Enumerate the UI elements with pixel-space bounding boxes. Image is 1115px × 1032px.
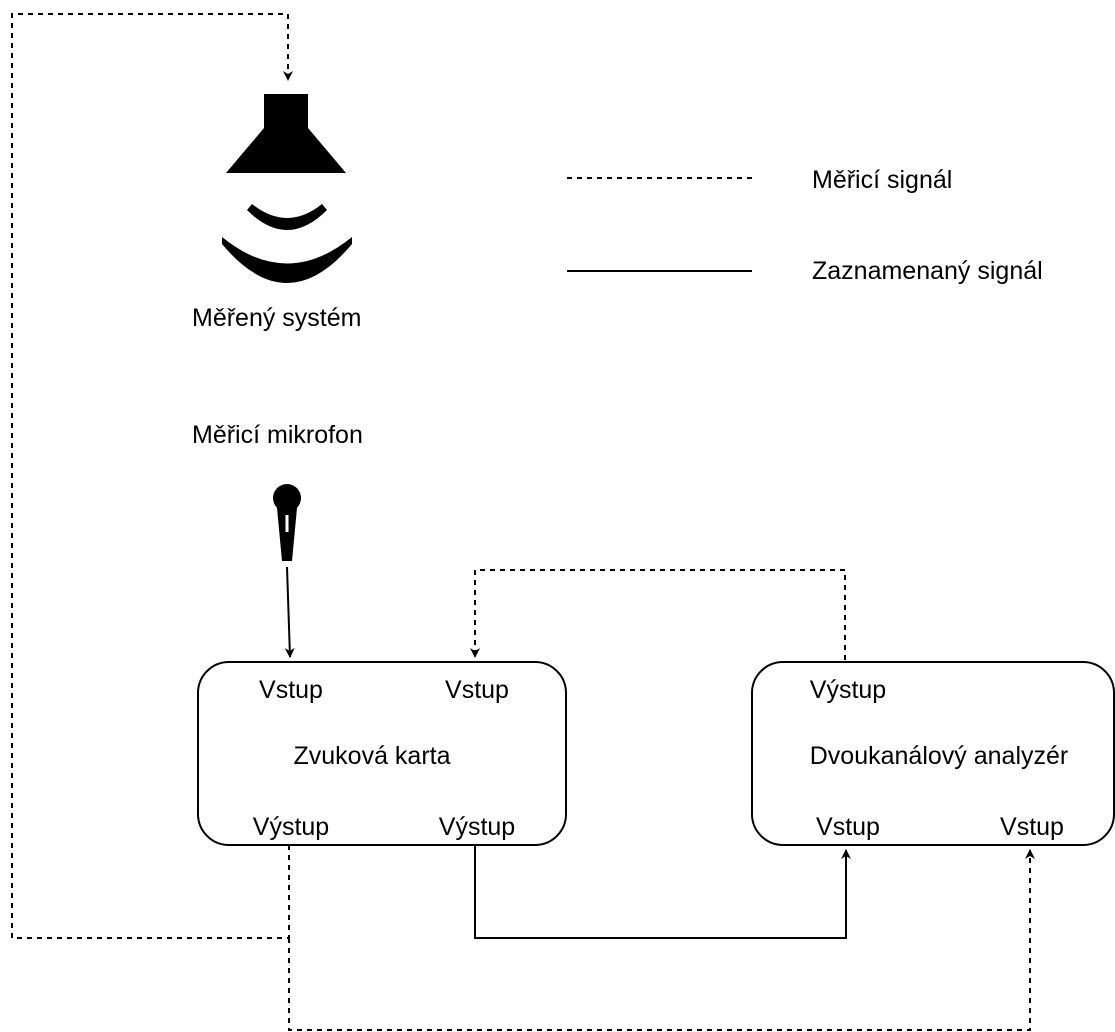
speaker-label: Měřený systém bbox=[192, 304, 362, 332]
analyzer-output: Výstup bbox=[809, 676, 887, 704]
legend-recorded-signal-label: Zaznamenaný signál bbox=[812, 257, 1043, 285]
analyzer-input-right: Vstup bbox=[1000, 813, 1064, 841]
output-to-speaker-wire bbox=[11, 13, 293, 939]
sound-card-output-left: Výstup bbox=[252, 813, 330, 841]
sound-card-box: Vstup Vstup Zvuková karta Výstup Výstup bbox=[197, 661, 567, 846]
speaker-icon bbox=[222, 94, 352, 283]
sound-card-input-left: Vstup bbox=[259, 676, 323, 704]
analyzer-to-soundcard-wire bbox=[470, 569, 846, 660]
sound-card-input-right: Vstup bbox=[445, 676, 509, 704]
microphone-label: Měřicí mikrofon bbox=[192, 421, 363, 449]
legend-measuring-signal-label: Měřicí signál bbox=[812, 166, 953, 194]
analyzer-input-left: Vstup bbox=[816, 813, 880, 841]
soundcard-to-analyzer-wire bbox=[474, 845, 851, 939]
output-to-analyzer-wire bbox=[288, 849, 1035, 1031]
analyzer-box: Výstup Dvoukanálový analyzér Vstup Vstup bbox=[751, 661, 1115, 846]
sound-card-output-right: Výstup bbox=[438, 813, 516, 841]
microphone-to-soundcard-wire bbox=[284, 566, 295, 658]
analyzer-title: Dvoukanálový analyzér bbox=[809, 742, 1069, 770]
sound-card-title: Zvuková karta bbox=[293, 742, 451, 770]
microphone-icon bbox=[273, 484, 301, 561]
